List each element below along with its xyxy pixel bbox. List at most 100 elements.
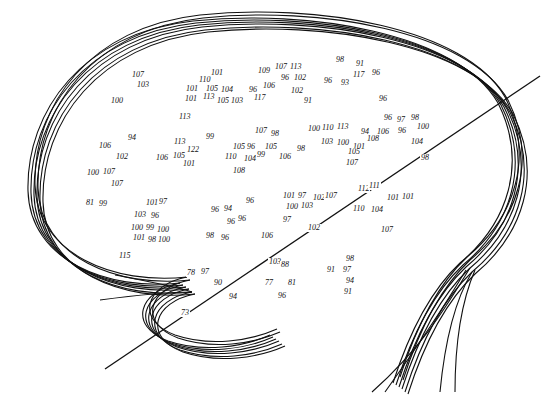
site-value: 100: [157, 236, 171, 244]
site-value: 99: [256, 151, 266, 159]
site-value: 99: [145, 224, 155, 232]
site-value: 98: [296, 145, 306, 153]
site-value: 105: [264, 143, 278, 151]
site-value: 96: [220, 234, 230, 242]
site-value: 98: [147, 236, 157, 244]
site-value: 113: [289, 63, 302, 71]
site-value: 100: [110, 97, 124, 105]
site-value: 106: [98, 142, 112, 150]
site-value: 100: [285, 203, 299, 211]
site-value: 109: [257, 67, 271, 75]
site-value: 101: [401, 193, 415, 201]
site-value: 96: [226, 218, 236, 226]
site-value: 107: [131, 71, 145, 79]
site-value: 115: [118, 252, 131, 260]
site-value: 107: [102, 168, 116, 176]
site-value: 107: [274, 63, 288, 71]
site-value: 94: [223, 205, 233, 213]
site-value: 96: [210, 206, 220, 214]
site-value: 101: [184, 95, 198, 103]
site-value: 99: [98, 200, 108, 208]
site-value: 77: [264, 279, 274, 287]
site-value: 98: [410, 114, 420, 122]
site-value: 98: [345, 255, 355, 263]
site-value: 107: [345, 159, 359, 167]
site-value: 104: [243, 155, 257, 163]
site-value: 107: [254, 127, 268, 135]
site-value: 101: [132, 234, 146, 242]
site-value: 110: [198, 76, 211, 84]
site-value: 100: [416, 123, 430, 131]
site-value: 96: [280, 74, 290, 82]
site-value: 101: [210, 69, 224, 77]
site-value: 101: [145, 199, 159, 207]
site-value: 107: [324, 192, 338, 200]
site-value: 100: [156, 226, 170, 234]
site-value: 98: [270, 130, 280, 138]
site-value: 105: [347, 148, 361, 156]
site-value: 96: [378, 95, 388, 103]
site-value: 105: [216, 97, 230, 105]
site-value: 99: [205, 133, 215, 141]
site-value: 96: [246, 143, 256, 151]
site-value: 97: [396, 116, 406, 124]
site-value: 100: [130, 224, 144, 232]
site-value: 102: [293, 74, 307, 82]
site-value: 103: [300, 202, 314, 210]
site-value: 88: [280, 261, 290, 269]
site-value: 96: [150, 212, 160, 220]
site-value: 104: [370, 206, 384, 214]
site-value: 78: [186, 269, 196, 277]
site-value: 97: [200, 268, 210, 276]
site-value: 107: [110, 180, 124, 188]
site-value: 96: [277, 292, 287, 300]
site-value: 102: [290, 87, 304, 95]
site-value: 94: [127, 134, 137, 142]
site-value: 100: [336, 139, 350, 147]
site-value: 94: [345, 277, 355, 285]
site-value: 103: [230, 97, 244, 105]
site-value: 96: [383, 114, 393, 122]
site-value: 98: [335, 56, 345, 64]
site-value: 93: [340, 79, 350, 87]
site-value: 103: [320, 138, 334, 146]
site-value: 73: [180, 309, 190, 317]
site-value: 96: [248, 86, 258, 94]
site-value: 98: [205, 232, 215, 240]
site-value: 90: [213, 279, 223, 287]
site-value: 96: [237, 215, 247, 223]
site-value: 101: [282, 192, 296, 200]
site-value: 96: [323, 77, 333, 85]
site-value: 113: [178, 113, 191, 121]
site-value: 106: [260, 232, 274, 240]
site-value: 110: [352, 205, 365, 213]
site-value: 110: [321, 124, 334, 132]
site-value: 91: [326, 266, 336, 274]
site-value: 100: [86, 169, 100, 177]
site-value: 97: [297, 192, 307, 200]
site-value: 81: [85, 199, 95, 207]
site-value: 100: [307, 125, 321, 133]
site-value: 103: [136, 81, 150, 89]
site-value: 113: [336, 123, 349, 131]
site-value: 102: [115, 153, 129, 161]
site-value: 96: [371, 69, 381, 77]
site-value: 105: [172, 152, 186, 160]
site-value: 107: [380, 226, 394, 234]
site-value: 106: [262, 82, 276, 90]
site-value: 108: [232, 167, 246, 175]
site-value: 97: [158, 198, 168, 206]
site-value: 105: [232, 143, 246, 151]
site-value: 104: [220, 86, 234, 94]
site-value: 96: [245, 197, 255, 205]
site-value: 94: [228, 293, 238, 301]
site-value: 106: [278, 153, 292, 161]
site-value: 97: [282, 216, 292, 224]
site-value: 101: [386, 194, 400, 202]
site-value: 108: [366, 135, 380, 143]
site-value: 110: [224, 153, 237, 161]
site-value: 102: [307, 224, 321, 232]
site-value: 113: [202, 93, 215, 101]
site-value: 91: [343, 288, 353, 296]
